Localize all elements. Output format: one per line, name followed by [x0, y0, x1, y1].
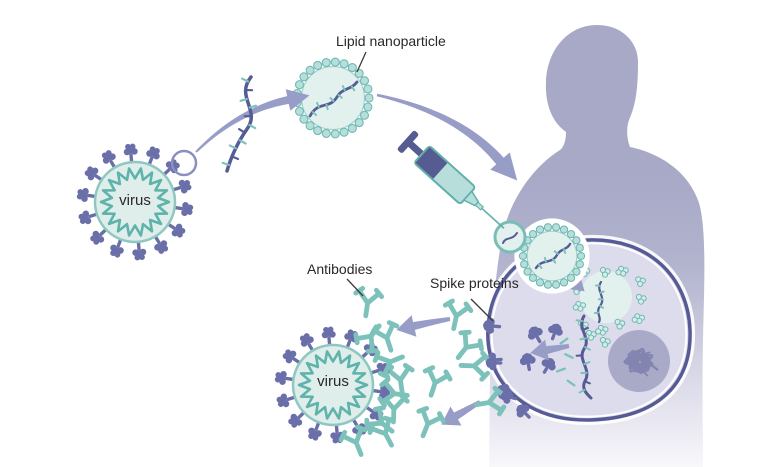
- mrna-strand-extracted: [221, 75, 257, 173]
- virus-icon: [76, 143, 194, 261]
- antibodies-label: Antibodies: [307, 261, 373, 277]
- lipid-bead-cluster-icon: [599, 336, 611, 348]
- cell-nucleus: [608, 330, 670, 392]
- spike-protein-icon: [485, 355, 503, 371]
- lipid-nanoparticle-icon: [292, 57, 374, 139]
- pointer-line: [470, 298, 494, 322]
- rna-fragment-icon: [556, 367, 566, 373]
- mrna-strand-icon: [308, 80, 359, 118]
- pointer-line: [346, 278, 364, 297]
- vesicle-icon: [493, 220, 527, 254]
- lipid-bead-cluster-icon: [615, 265, 629, 277]
- spike-protein-icon: [500, 389, 518, 404]
- pointer-line: [356, 51, 367, 73]
- spike-proteins-label: Spike proteins: [430, 275, 519, 291]
- spike-protein-icon: [527, 326, 543, 344]
- antibody-icon: [473, 385, 507, 417]
- spike-protein-icon: [483, 317, 502, 334]
- antibody-icon: [353, 285, 385, 319]
- lipid-nanoparticle-icon: [514, 218, 590, 294]
- dissolving-nanoparticle-icon: [571, 265, 647, 348]
- spike-protein-icon: [516, 404, 531, 419]
- antibody-icon: [455, 329, 484, 361]
- arrow-nanoparticle-to-body: [376, 93, 518, 181]
- lipid-bead-cluster-icon: [595, 324, 609, 336]
- arrow-immune-left-upper: [396, 315, 451, 337]
- spike-protein-icon: [548, 323, 563, 341]
- rna-fragment-icon: [566, 379, 576, 387]
- arrow-immune-left-lower: [441, 400, 481, 426]
- lipid-bead-cluster-icon: [635, 276, 646, 287]
- lipid-bead-cluster-icon: [635, 293, 647, 305]
- spike-protein-icon: [519, 353, 536, 372]
- lipid-bead-cluster-icon: [614, 318, 626, 330]
- virus-bottom-label: virus: [317, 373, 349, 390]
- antibody-icon: [364, 405, 395, 434]
- mrna-strand-icon: [593, 280, 605, 324]
- antibody-icon: [353, 323, 382, 354]
- rna-fragment-icon: [559, 337, 569, 345]
- lipid-nanoparticle-label: Lipid nanoparticle: [336, 33, 446, 49]
- label-pointer-lines: [346, 51, 494, 322]
- lipid-bead-cluster-icon: [572, 300, 587, 312]
- antibody-icon: [377, 377, 410, 408]
- antibody-icon: [372, 350, 405, 380]
- arrow-export-left: [530, 339, 570, 361]
- mrna-strand-icon: [534, 242, 572, 270]
- lipid-bead-cluster-icon: [599, 266, 611, 278]
- rna-fragment-icon: [564, 353, 574, 359]
- antibody-icon: [416, 405, 446, 439]
- arrow-virus-to-nanoparticle: [195, 89, 310, 153]
- virus-top-label: virus: [119, 192, 151, 209]
- nanoparticle-entering-cell: [514, 218, 590, 294]
- lipid-bead-cluster-icon: [631, 313, 646, 324]
- syringe-icon: [397, 130, 505, 229]
- antibody-icon: [422, 365, 453, 398]
- antibody-icon: [442, 298, 474, 332]
- antibody-icon: [338, 424, 368, 457]
- spike-highlight-circle: [170, 149, 198, 177]
- antibody-icon: [458, 350, 491, 382]
- antibody-icon: [367, 415, 396, 448]
- mrna-strand-translating: [575, 314, 593, 400]
